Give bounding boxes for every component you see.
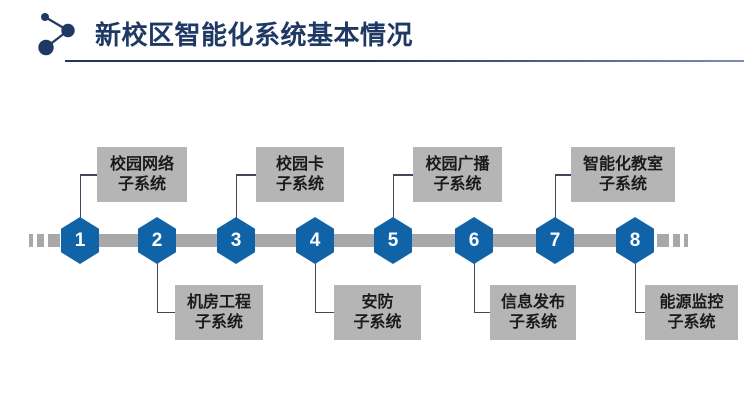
label-line-1: 能源监控 [659,293,724,311]
connector-node3-line [236,174,257,176]
connector-node4-line [314,263,316,313]
label-line-1: 智能化教室 [582,155,663,173]
label-line-2: 子系统 [194,313,243,331]
node-1-number: 1 [74,229,86,251]
share-nodes-icon [38,13,75,56]
connector-node8-line [635,311,646,313]
label-line-1: 安防 [361,293,394,311]
timeline-dash-left-2 [37,234,44,247]
timeline-node-2: 2 [138,217,176,264]
timeline-node-4: 4 [296,217,334,264]
label-box-campus-card: 校园卡 子系统 [256,147,344,202]
timeline-dash-left-1 [29,234,33,247]
timeline-node-1: 1 [61,217,99,264]
timeline-bar [61,234,654,247]
timeline-node-5: 5 [374,217,412,264]
node-7-number: 7 [549,229,561,251]
node-8-number: 8 [629,229,641,251]
timeline-node-7: 7 [536,217,574,264]
timeline-dash-right-1 [657,234,669,247]
timeline-dash-left-3 [48,234,60,247]
timeline-dash-right-3 [684,234,688,247]
label-box-campus-broadcast: 校园广播 子系统 [413,147,502,202]
label-box-smart-classroom: 智能化教室 子系统 [571,147,675,202]
label-line-1: 校园卡 [275,155,324,173]
label-line-2: 子系统 [508,313,557,331]
label-line-1: 校园网络 [109,155,174,173]
label-line-2: 子系统 [117,175,166,193]
connector-node5-line [393,174,414,176]
node-3-number: 3 [230,229,242,251]
label-line-1: 校园广播 [425,155,490,173]
label-line-2: 子系统 [667,313,716,331]
label-line-2: 子系统 [598,175,647,193]
label-box-security: 安防 子系统 [334,285,421,340]
node-2-number: 2 [151,229,163,251]
label-box-energy-monitor: 能源监控 子系统 [645,285,738,340]
connector-node5-line [392,174,394,220]
connector-node7-line [555,174,572,176]
connector-node6-line [473,263,475,313]
node-6-number: 6 [468,229,480,251]
page-title: 新校区智能化系统基本情况 [95,20,414,50]
connector-node3-line [235,174,237,220]
connector-node8-line [634,263,636,313]
timeline-node-6: 6 [455,217,493,264]
timeline-node-3: 3 [217,217,255,264]
node-4-number: 4 [309,229,321,251]
connector-node1-line [79,174,81,220]
title-underline [65,60,744,62]
label-box-server-room: 机房工程 子系统 [175,285,263,340]
connector-node2-line [156,263,158,313]
connector-node2-line [157,311,176,313]
node-5-number: 5 [387,229,399,251]
timeline-node-8: 8 [616,217,654,264]
label-box-info-publish: 信息发布 子系统 [490,285,576,340]
connector-node1-line [80,174,98,176]
connector-node7-line [554,174,556,220]
connector-node6-line [474,311,491,313]
label-line-1: 信息发布 [500,293,565,311]
connector-node4-line [315,311,335,313]
timeline-dash-right-2 [673,234,680,247]
label-line-2: 子系统 [353,313,402,331]
label-box-campus-network: 校园网络 子系统 [97,147,187,202]
label-line-2: 子系统 [433,175,482,193]
label-line-1: 机房工程 [186,293,251,311]
label-line-2: 子系统 [275,175,324,193]
